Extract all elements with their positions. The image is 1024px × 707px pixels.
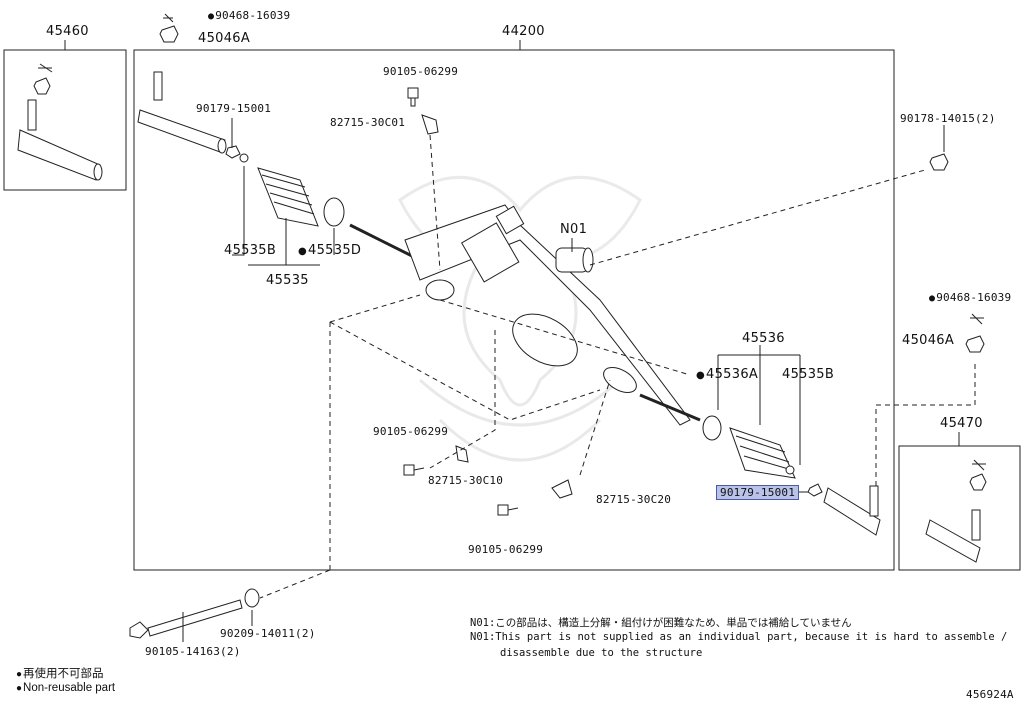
right-top-nut bbox=[929, 153, 949, 171]
bracket-mid-label: 82715-30C10 bbox=[428, 474, 504, 487]
boot-clamp-left-label: 45535D bbox=[298, 243, 361, 258]
long-bolt-label: 90105-14163(2) bbox=[145, 645, 241, 658]
top-nut-label: 45046A bbox=[198, 31, 251, 46]
boot-small-right-label: 45535B bbox=[782, 367, 835, 382]
boot-clamp-right-label: 45536A bbox=[696, 367, 758, 382]
main-left-tie-rod-end bbox=[137, 13, 241, 159]
note-line-jp: N01:この部品は、構造上分解・組付けが困難なため、単品では補給していません bbox=[470, 617, 852, 629]
steering-rack-body bbox=[349, 204, 701, 426]
dashed-leaders bbox=[259, 134, 976, 599]
right-nut-clip bbox=[965, 313, 985, 353]
right-boot bbox=[702, 415, 823, 497]
main-right-tie-rod-end bbox=[823, 485, 881, 536]
right-nut-label: 45046A bbox=[902, 333, 955, 348]
right-box-part-label: 45470 bbox=[940, 416, 983, 431]
note-line-en: N01:This part is not supplied as an indi… bbox=[470, 631, 1008, 643]
bracket-top-label: 82715-30C01 bbox=[330, 116, 406, 129]
main-box-part-label: 44200 bbox=[502, 24, 545, 39]
n01-label: N01 bbox=[560, 222, 588, 237]
highlighted-part-number[interactable]: 90179-15001 bbox=[716, 485, 800, 500]
watermark-logo bbox=[398, 175, 642, 462]
nut-left-end-label: 90179-15001 bbox=[196, 102, 272, 115]
left-boot bbox=[239, 153, 345, 227]
boot-small-left-label: 45535B bbox=[224, 243, 277, 258]
note-line-en-2: disassemble due to the structure bbox=[500, 647, 703, 659]
nut-right-top-label: 90178-14015(2) bbox=[900, 112, 996, 125]
bracket-low-label: 82715-30C20 bbox=[596, 493, 672, 506]
top-bolt-bracket bbox=[407, 87, 439, 135]
main-box-frame bbox=[133, 49, 895, 571]
n01-bushing bbox=[555, 247, 594, 273]
long-bolt-washer bbox=[129, 588, 260, 639]
bolt-mid-label: 90105-06299 bbox=[373, 425, 449, 438]
left-box-frame bbox=[3, 49, 127, 191]
legend-jp: 再使用不可部品 bbox=[16, 665, 104, 681]
diagram-id: 456924A bbox=[966, 688, 1014, 701]
right-box-tie-rod-end bbox=[925, 459, 987, 563]
top-clip-label: 90468-16039 bbox=[208, 9, 290, 22]
solid-leaders bbox=[182, 118, 945, 642]
bolt-top-label: 90105-06299 bbox=[383, 65, 459, 78]
left-tie-rod-end-drawing bbox=[17, 63, 103, 181]
boot-set-left-label: 45535 bbox=[266, 273, 309, 288]
washer-label: 90209-14011(2) bbox=[220, 627, 316, 640]
boot-set-right-label: 45536 bbox=[742, 331, 785, 346]
left-box-part-label: 45460 bbox=[46, 24, 89, 39]
right-clip-label: 90468-16039 bbox=[929, 291, 1011, 304]
legend-en: Non-reusable part bbox=[16, 682, 115, 694]
bolt-low-label: 90105-06299 bbox=[468, 543, 544, 556]
lower-bolts-brackets bbox=[403, 445, 573, 516]
